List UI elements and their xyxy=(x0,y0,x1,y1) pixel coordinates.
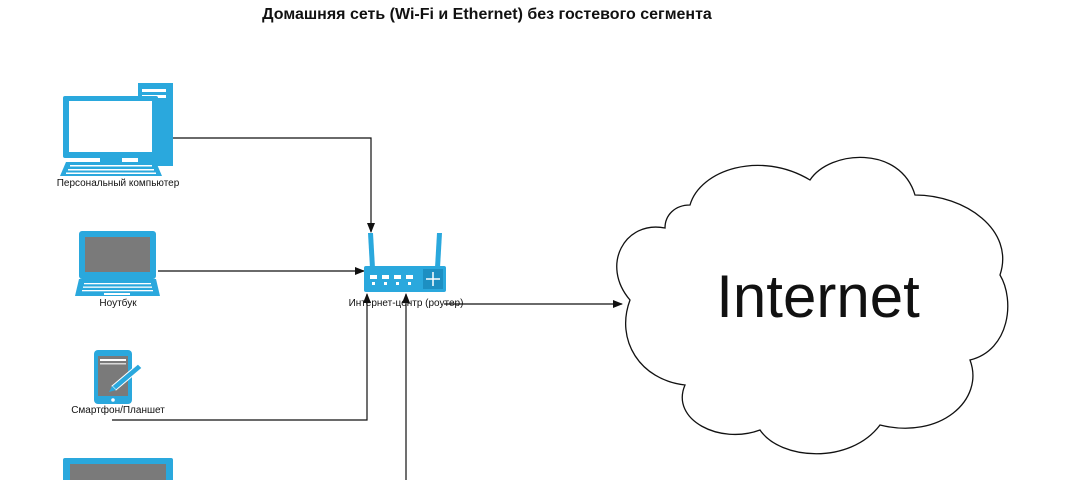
pc-label: Персональный компьютер xyxy=(56,178,180,189)
connector-tablet-router xyxy=(112,293,371,421)
router-icon xyxy=(364,233,446,292)
laptop-label: Ноутбук xyxy=(99,298,137,309)
tablet-icon xyxy=(94,350,143,404)
desktop-computer-icon xyxy=(60,83,173,176)
cloud-icon xyxy=(616,156,1009,455)
tablet-label: Смартфон/Планшет xyxy=(71,405,165,416)
router-label: Интернет-центр (роутер) xyxy=(348,298,464,309)
tv-icon xyxy=(63,458,173,480)
connector-pc-router xyxy=(173,137,375,233)
internet-label: Internet xyxy=(716,263,920,330)
diagram-title: Домашняя сеть (Wi-Fi и Ethernet) без гос… xyxy=(262,6,712,23)
laptop-icon xyxy=(75,231,160,296)
